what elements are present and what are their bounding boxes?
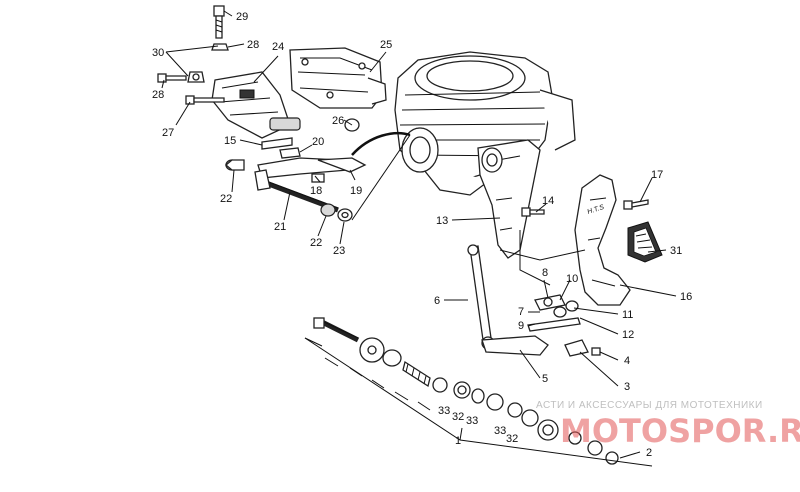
label-13: 13 (436, 215, 448, 227)
label-19: 19 (350, 185, 362, 197)
label-5: 5 (542, 373, 548, 385)
label-22-right: 22 (310, 237, 322, 249)
label-33-b: 33 (466, 415, 478, 427)
label-33-a: 33 (438, 405, 450, 417)
cylinder-part (394, 51, 576, 196)
lower-shaft-group (313, 317, 619, 465)
top-screws-group (157, 5, 229, 105)
label-33-c: 33 (494, 425, 506, 437)
small-screws-group (521, 199, 649, 217)
label-3: 3 (624, 381, 630, 393)
label-31: 31 (670, 245, 682, 257)
label-15: 15 (224, 135, 236, 147)
label-1: 1 (455, 435, 461, 447)
label-26: 26 (332, 115, 344, 127)
label-12: 12 (622, 329, 634, 341)
label-10: 10 (566, 273, 578, 285)
label-24: 24 (272, 41, 284, 53)
valve-cover-part (211, 71, 301, 139)
label-14: 14 (542, 195, 554, 207)
valve-housing-part (289, 47, 387, 109)
watermark-tagline: АСТИ И АКСЕССУАРЫ ДЛЯ МОТОТЕХНИКИ (536, 400, 763, 411)
label-16: 16 (680, 291, 692, 303)
label-22-left: 22 (220, 193, 232, 205)
label-28-top: 28 (247, 39, 259, 51)
cover-plate-part: H.T.S (574, 174, 631, 306)
label-11: 11 (622, 309, 633, 321)
watermark-logo: MOTOSPOR.RU (560, 412, 800, 450)
label-6: 6 (434, 295, 440, 307)
label-21: 21 (274, 221, 286, 233)
label-9: 9 (518, 320, 524, 332)
label-32-a: 32 (452, 411, 464, 423)
linkage-group (467, 244, 601, 357)
watermark: АСТИ И АКСЕССУАРЫ ДЛЯ МОТОТЕХНИКИ MOTOSP… (536, 400, 800, 450)
label-32-b: 32 (506, 433, 518, 445)
part-number-labels: 29 28 30 28 27 24 25 26 15 20 18 19 22 2… (152, 11, 692, 459)
label-20: 20 (312, 136, 324, 148)
label-18: 18 (310, 185, 322, 197)
label-4: 4 (624, 355, 630, 367)
label-28-left: 28 (152, 89, 164, 101)
leader-lines (161, 10, 677, 467)
bracket-part (477, 139, 541, 259)
label-30: 30 (152, 47, 164, 59)
label-27: 27 (162, 127, 174, 139)
label-29: 29 (236, 11, 248, 23)
label-2: 2 (646, 447, 652, 459)
label-7: 7 (518, 306, 524, 318)
label-17: 17 (651, 169, 663, 181)
label-25: 25 (380, 39, 392, 51)
decal-part (627, 221, 663, 263)
valve-shaft-group (224, 118, 367, 222)
label-23: 23 (333, 245, 345, 257)
label-8: 8 (542, 267, 548, 279)
control-cable (351, 131, 411, 156)
